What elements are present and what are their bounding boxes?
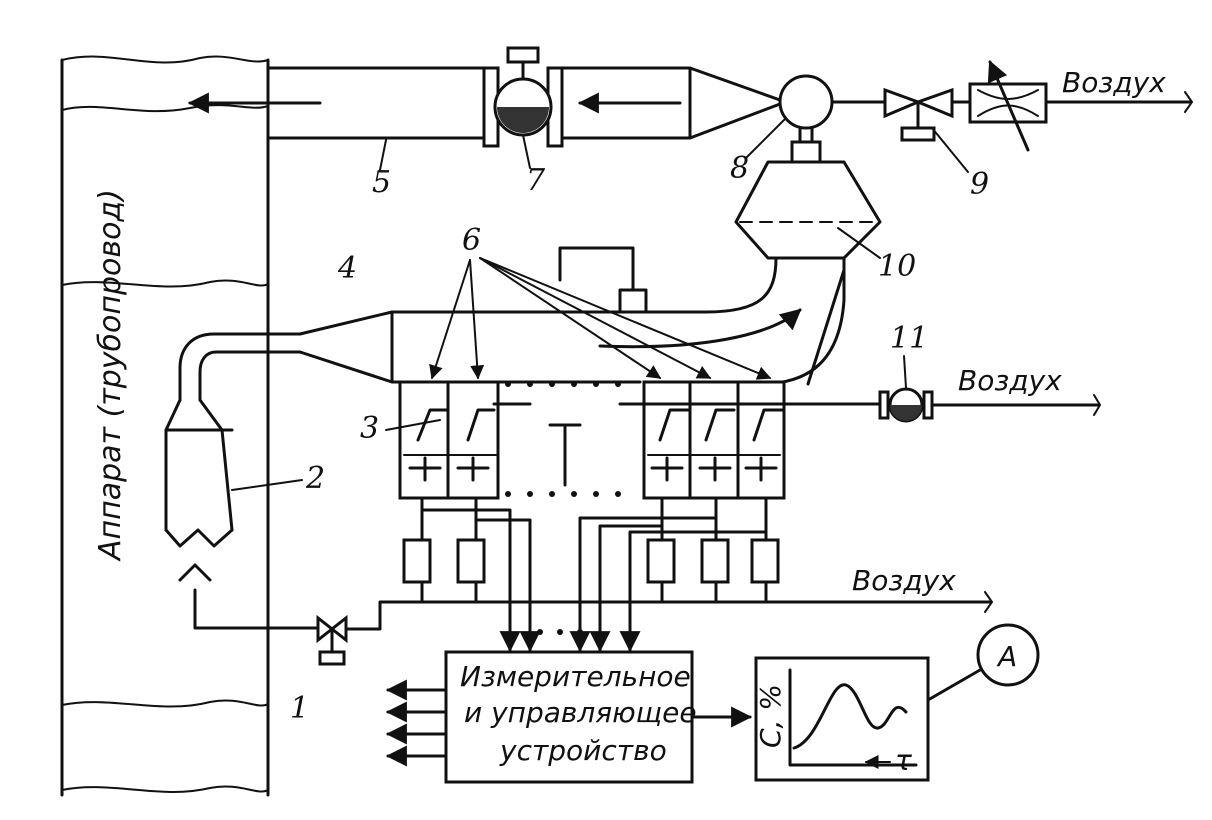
label-11: 11 bbox=[890, 321, 928, 356]
label-9: 9 bbox=[970, 167, 989, 202]
label-4: 4 bbox=[337, 251, 357, 286]
air-label-mid: Воздух bbox=[958, 364, 1062, 397]
sensor-block-left bbox=[398, 380, 532, 500]
ejector-8 bbox=[778, 74, 834, 164]
label-7: 7 bbox=[526, 163, 546, 198]
pipe-to-ejector bbox=[560, 66, 782, 140]
apparatus-wall bbox=[60, 55, 270, 797]
label-10: 10 bbox=[878, 249, 916, 284]
device-label-1: Измерительное bbox=[460, 660, 691, 693]
graph-y-label: C, % bbox=[754, 684, 787, 748]
control-device bbox=[385, 650, 753, 784]
leader-lines-6 bbox=[429, 257, 772, 380]
label-8: 8 bbox=[730, 151, 749, 186]
signal-wires bbox=[420, 508, 768, 653]
label-3: 3 bbox=[360, 411, 379, 446]
inlet-pipe bbox=[164, 332, 320, 630]
device-label-2: и управляющее bbox=[464, 696, 697, 729]
recorder-label: A bbox=[996, 640, 1017, 673]
label-6: 6 bbox=[462, 223, 481, 258]
label-5: 5 bbox=[372, 165, 391, 200]
apparatus-label: Аппарат (трубопровод) bbox=[93, 189, 128, 562]
air-label-bottom: Воздух bbox=[852, 564, 956, 597]
air-label-top: Воздух bbox=[1062, 66, 1166, 99]
continuation-dots bbox=[505, 381, 621, 635]
label-1: 1 bbox=[290, 691, 309, 726]
sensor-block-right bbox=[548, 380, 882, 500]
pipe-5 bbox=[187, 66, 492, 140]
air-line-top bbox=[830, 60, 1194, 152]
label-2: 2 bbox=[305, 461, 325, 496]
valve-bottom bbox=[316, 591, 994, 666]
flowmeter-7 bbox=[482, 46, 564, 148]
graph-x-label: τ bbox=[895, 744, 912, 777]
graph-recorder bbox=[754, 623, 1040, 782]
device-label-3: устройство bbox=[499, 734, 667, 767]
throttles bbox=[402, 496, 780, 604]
flowmeter-11 bbox=[878, 387, 1102, 423]
